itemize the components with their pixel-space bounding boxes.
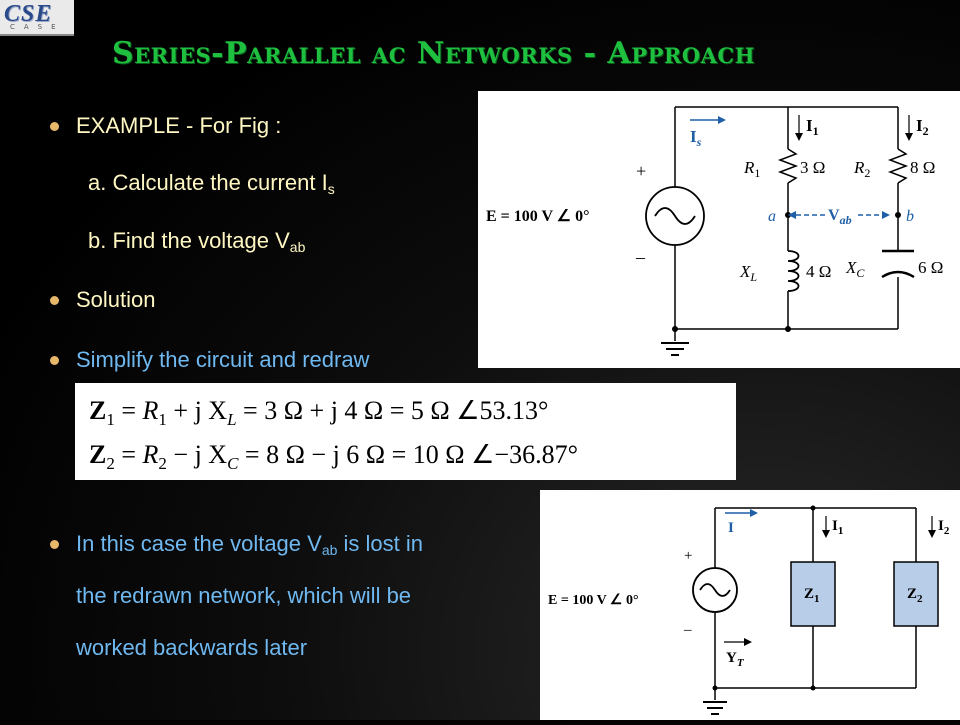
minus-sign: –	[635, 247, 646, 267]
ground-icon	[703, 701, 727, 715]
impedance-z1-box	[790, 561, 836, 627]
circuit-diagram-original: E = 100 V ∠ 0° + – Is I1 I2 R1 3 Ω R2 8 …	[486, 106, 943, 356]
subitem-b: b. Find the voltage Vab	[88, 228, 305, 255]
subitem-a: a. Calculate the current Is	[88, 170, 335, 197]
bullet-case-line3: worked backwards later	[76, 635, 308, 660]
r2-value: 8 Ω	[910, 158, 935, 177]
logo: CSE CASE	[0, 0, 74, 36]
subitem-a-subscript: s	[327, 181, 335, 197]
current-is-label: Is	[690, 127, 702, 149]
node-a-label: a	[768, 208, 776, 225]
logo-subtext: CASE	[10, 23, 65, 31]
equation-z2: Z2 = R2 − j XC = 8 Ω − j 6 Ω = 10 Ω ∠−36…	[89, 440, 578, 473]
bullet-simplify-text: Simplify the circuit and redraw	[76, 347, 370, 372]
current-i1-label: I1	[806, 116, 819, 138]
bullet-case-text: In this case the voltage V	[76, 531, 322, 556]
logo-text: CSE	[4, 1, 53, 27]
xc-value: 6 Ω	[918, 258, 943, 277]
equations-svg: Z1 = R1 + j XL = 3 Ω + j 4 Ω = 5 Ω ∠53.1…	[89, 396, 578, 473]
z2-label: Z2	[907, 586, 923, 605]
source-label: E = 100 V ∠ 0°	[486, 208, 590, 225]
node-b-dot	[895, 212, 901, 218]
bullet-dot	[50, 540, 59, 549]
impedance-z2-box	[893, 561, 939, 627]
plus-sign: +	[636, 161, 646, 181]
bullet-simplify: Simplify the circuit and redraw	[50, 347, 370, 373]
node-b-label: b	[906, 208, 914, 225]
circuit-figure-original: E = 100 V ∠ 0° + – Is I1 I2 R1 3 Ω R2 8 …	[478, 91, 960, 368]
vab-label: Vab	[828, 207, 852, 227]
subitem-a-text: a. Calculate the current I	[88, 170, 328, 195]
bullet-case-subscript: ab	[321, 542, 338, 558]
inductor-icon	[787, 250, 800, 292]
xl-value: 4 Ω	[806, 262, 831, 281]
bullet-solution: Solution	[50, 287, 156, 313]
z1-label: Z1	[804, 586, 820, 605]
source-label: E = 100 V ∠ 0°	[548, 593, 639, 608]
subitem-b-subscript: ab	[289, 239, 306, 255]
slide-title: Series-Parallel ac Networks - Approach	[112, 36, 755, 71]
bullet-example-text: EXAMPLE - For Fig :	[76, 113, 282, 138]
r1-label: R1	[743, 158, 760, 180]
current-i-label: I	[728, 520, 734, 536]
xc-label: XC	[845, 258, 865, 280]
bullet-dot	[50, 296, 59, 305]
bullet-dot	[50, 356, 59, 365]
bullet-case-line2: the redrawn network, which will be	[76, 583, 412, 608]
current-i1-label: I1	[832, 518, 843, 537]
subitem-b-text: b. Find the voltage V	[88, 228, 290, 253]
circuit-figure-redrawn: E = 100 V ∠ 0° + – I I1 I2 Z1 Z2 YT	[540, 490, 960, 720]
bullet-solution-text: Solution	[76, 287, 156, 312]
xl-label: XL	[739, 262, 757, 284]
capacitor-icon	[881, 249, 915, 279]
circuit-diagram-redrawn: E = 100 V ∠ 0° + – I I1 I2 Z1 Z2 YT	[548, 505, 950, 715]
yt-label: YT	[726, 650, 745, 669]
minus-sign: –	[683, 622, 692, 638]
bullet-case: In this case the voltage Vab is lost in	[50, 531, 423, 558]
impedance-equations: Z1 = R1 + j XL = 3 Ω + j 4 Ω = 5 Ω ∠53.1…	[75, 383, 736, 480]
current-i2-label: I2	[916, 116, 929, 138]
equation-z1: Z1 = R1 + j XL = 3 Ω + j 4 Ω = 5 Ω ∠53.1…	[89, 396, 548, 429]
r2-label: R2	[853, 158, 870, 180]
r1-value: 3 Ω	[800, 158, 825, 177]
bullet-example: EXAMPLE - For Fig :	[50, 113, 282, 139]
bullet-dot	[50, 122, 59, 131]
ground-icon	[661, 342, 689, 356]
plus-sign: +	[684, 548, 692, 564]
current-i2-label: I2	[938, 518, 950, 537]
bullet-case-suffix: is lost in	[337, 531, 423, 556]
